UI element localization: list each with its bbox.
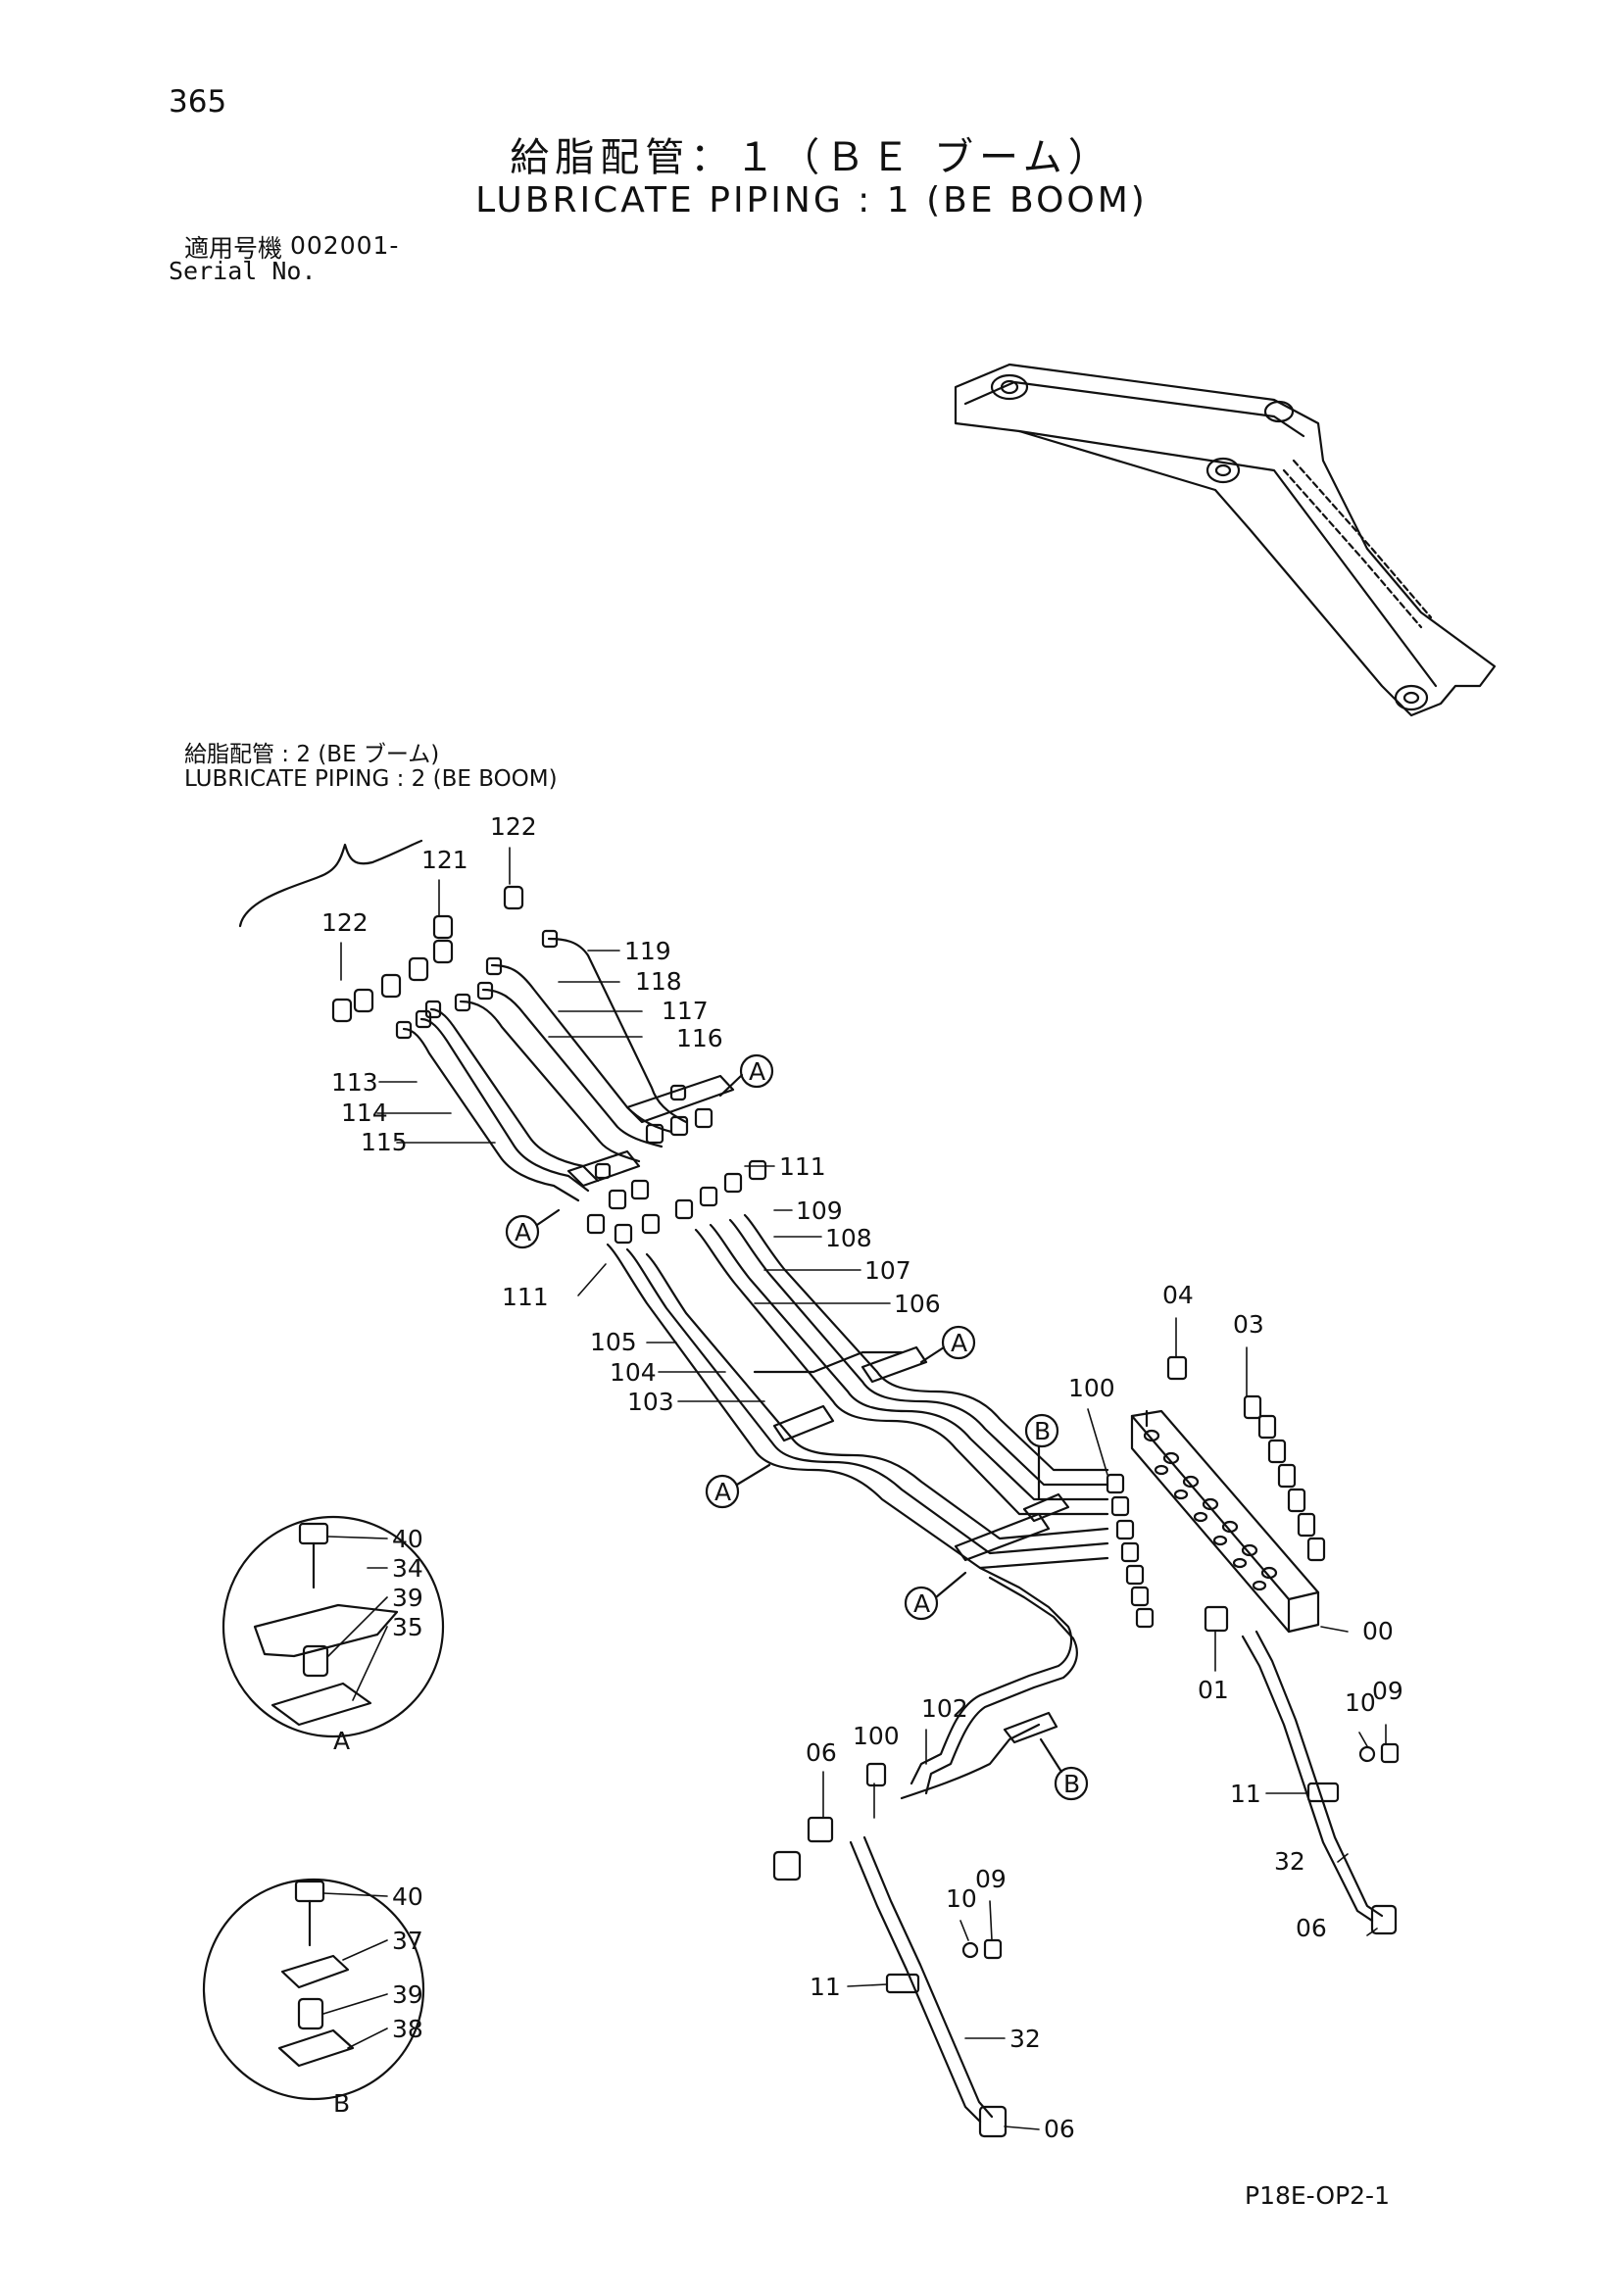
callout-115: 115 [361,1128,408,1156]
leader-lines [322,847,1387,2130]
callout-114: 114 [341,1099,388,1127]
reference-markers [505,1053,1089,1801]
callout-40: 40 [392,1525,423,1553]
detail-view-b [202,1878,425,2101]
fitting-cluster-upper [331,885,524,1023]
cross-reference-english: LUBRICATE PIPING : 2 (BE BOOM) [184,766,558,792]
callout-102: 102 [921,1694,968,1723]
callout-109: 109 [796,1197,843,1225]
callout-03: 03 [1233,1310,1264,1339]
detail-view-a [221,1515,445,1738]
reference-marker-a: A [515,1218,531,1246]
reference-marker-a: A [951,1329,967,1357]
boom-overview-illustration [954,363,1497,717]
callout-09: 09 [1372,1677,1403,1705]
grease-nipples [1106,1355,1326,1633]
callout-111: 111 [779,1152,826,1181]
distribution-block [1130,1409,1320,1634]
drawing-code: P18E-OP2-1 [1245,2181,1390,2210]
callout-38: 38 [392,2015,423,2043]
callout-10: 10 [1345,1688,1376,1717]
lower-clamps [772,1345,1070,1744]
callout-113: 113 [331,1068,378,1097]
callout-40: 40 [392,1882,423,1911]
hose-assembly-right [1241,1630,1400,1935]
page-number: 365 [169,84,227,120]
callout-108: 108 [825,1224,872,1252]
callout-34: 34 [392,1554,423,1583]
clamp-block-upper [566,1074,767,1245]
callout-labels: 122 121 122 119 118 117 116 113 114 115 … [321,812,1403,2143]
serial-label-japanese: 適用号機 [184,234,283,263]
callout-39: 39 [392,1584,423,1612]
serial-number: 002001- [290,231,400,260]
callout-10: 10 [946,1884,977,1913]
callout-06: 06 [1044,2115,1075,2143]
reference-marker-a: A [913,1589,930,1618]
reference-marker-b: B [1063,1770,1080,1798]
callout-122: 122 [321,908,369,937]
callout-06: 06 [806,1738,837,1767]
callout-01: 01 [1198,1676,1229,1704]
cross-reference-japanese: 給脂配管 : 2 (BE ブーム) [184,742,440,767]
lower-lubrication-pipes [606,1213,1109,1795]
callout-100: 100 [1068,1374,1115,1402]
callout-37: 37 [392,1927,423,1955]
callout-121: 121 [421,846,468,874]
callout-32: 32 [1274,1847,1305,1876]
callout-11: 11 [1230,1780,1261,1808]
callout-107: 107 [864,1256,911,1285]
callout-00: 00 [1362,1617,1394,1645]
page-title-english: LUBRICATE PIPING : 1 (BE BOOM) [475,180,1148,220]
callout-04: 04 [1162,1281,1194,1309]
page-title-japanese: 給脂配管：１（ＢＥ ブーム） [510,135,1113,180]
callout-106: 106 [894,1290,941,1318]
callout-104: 104 [610,1358,657,1387]
detail-view-a-label: A [333,1727,350,1755]
reference-marker-b: B [1034,1417,1051,1445]
callout-122: 122 [490,812,537,841]
callout-35: 35 [392,1613,423,1641]
callout-119: 119 [624,937,671,965]
callout-111: 111 [502,1283,549,1311]
callout-11: 11 [810,1973,841,2001]
hose-assembly-lower [772,1723,1041,2138]
callout-118: 118 [635,967,682,996]
callout-103: 103 [627,1388,674,1416]
callout-39: 39 [392,1980,423,2009]
reference-marker-a: A [749,1057,765,1086]
callout-117: 117 [662,997,709,1025]
callout-09: 09 [975,1865,1007,1893]
callout-105: 105 [590,1328,637,1356]
callout-116: 116 [676,1024,723,1052]
detail-view-b-label: B [333,2089,350,2118]
serial-label-english: Serial No. [169,257,317,285]
cross-reference-brace [238,839,423,928]
callout-06: 06 [1296,1914,1327,1942]
callout-100: 100 [853,1722,900,1750]
callout-32: 32 [1009,2025,1041,2053]
reference-marker-a: A [714,1478,731,1506]
